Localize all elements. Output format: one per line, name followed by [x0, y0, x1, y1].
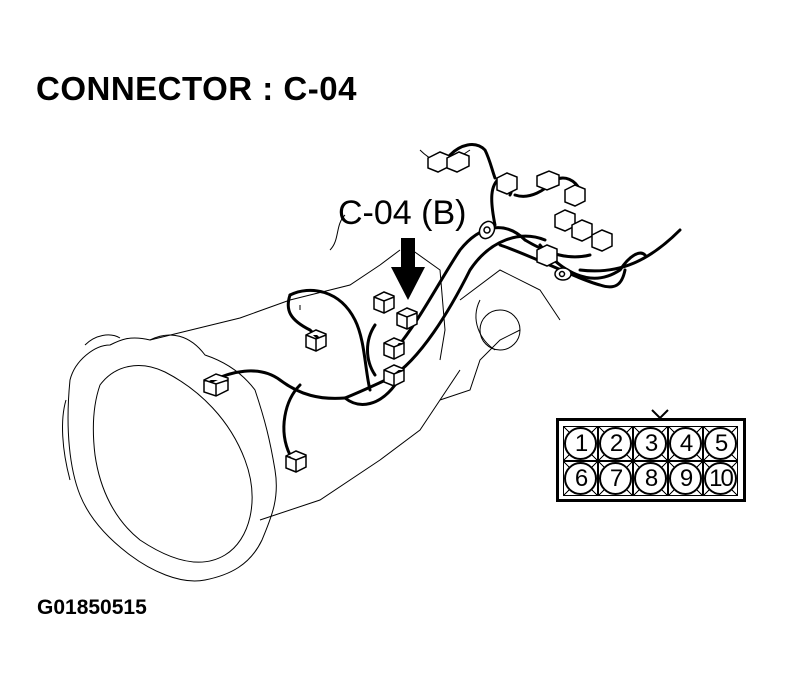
- pin-number: 10: [704, 462, 737, 495]
- pin-cell: 2: [598, 426, 633, 461]
- pin-number: 5: [704, 427, 737, 460]
- pin-grid: 1 2 3 4 5 6 7 8 9 10: [563, 426, 738, 496]
- pin-cell: 7: [598, 461, 633, 496]
- pin-number: 1: [564, 427, 597, 460]
- pin-cell: 9: [668, 461, 703, 496]
- pin-cell: 3: [633, 426, 668, 461]
- connector-pin-layout: 1 2 3 4 5 6 7 8 9 10: [556, 409, 746, 502]
- pin-cell: 6: [563, 461, 598, 496]
- output-flange: [459, 269, 561, 351]
- figure-id: G01850515: [37, 596, 147, 619]
- pin-number: 4: [669, 427, 702, 460]
- harness-connector-icon: [203, 151, 613, 473]
- connector-callout-label: C-04 (B): [338, 194, 467, 232]
- pin-number: 6: [564, 462, 597, 495]
- pin-cell: 4: [668, 426, 703, 461]
- pin-number: 8: [634, 462, 667, 495]
- pin-cell: 5: [703, 426, 738, 461]
- pin-number: 2: [599, 427, 632, 460]
- ground-terminal-icon: [478, 220, 572, 281]
- pin-number: 9: [669, 462, 702, 495]
- pin-number: 3: [634, 427, 667, 460]
- pin-cell: 8: [633, 461, 668, 496]
- pin-cell: 1: [563, 426, 598, 461]
- bell-housing: [62, 334, 277, 582]
- diagram-title: CONNECTOR : C-04: [36, 70, 357, 107]
- lock-tab-icon: [651, 409, 669, 419]
- pin-cell: 10: [703, 461, 738, 496]
- transmission-case: [149, 149, 521, 521]
- pin-number: 7: [599, 462, 632, 495]
- down-arrow-icon: [391, 238, 425, 300]
